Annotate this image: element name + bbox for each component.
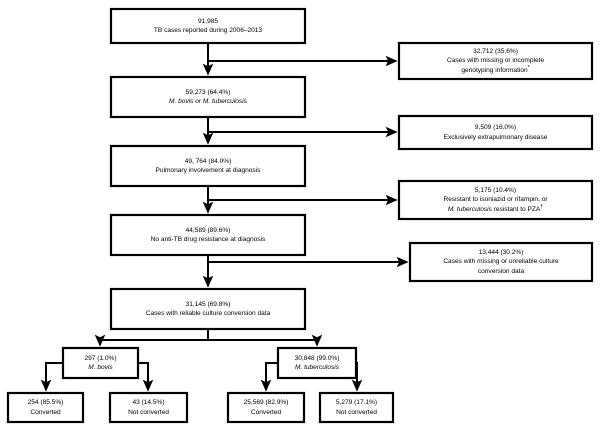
node-species-identified-box <box>109 75 307 119</box>
connector-tb-to-not-converted <box>351 362 363 392</box>
node-m-tuberculosis-box <box>276 346 358 380</box>
node-tb-converted-box <box>226 391 306 424</box>
node-missing-conversion-box <box>408 241 594 283</box>
connector-bovis-to-not-converted <box>138 362 154 392</box>
node-pulmonary-involvement-box <box>109 144 307 188</box>
node-bovis-not-converted-box <box>108 391 189 424</box>
node-drug-resistant-box <box>397 179 594 221</box>
node-m-bovis-box <box>61 346 140 380</box>
node-no-drug-resistance-box <box>109 213 307 257</box>
node-bovis-converted-box <box>6 391 85 424</box>
connector-bovis-to-converted <box>40 362 63 392</box>
node-tb-not-converted-box <box>318 391 395 424</box>
connector-conversion-split-right <box>208 334 323 347</box>
node-extrapulmonary-box <box>397 114 594 151</box>
connector-tb-to-converted <box>260 362 278 392</box>
node-total-cases-box <box>109 7 307 45</box>
node-reliable-conversion-box <box>109 287 307 331</box>
node-missing-genotyping-box <box>397 41 594 81</box>
connector-conversion-split <box>94 329 209 347</box>
